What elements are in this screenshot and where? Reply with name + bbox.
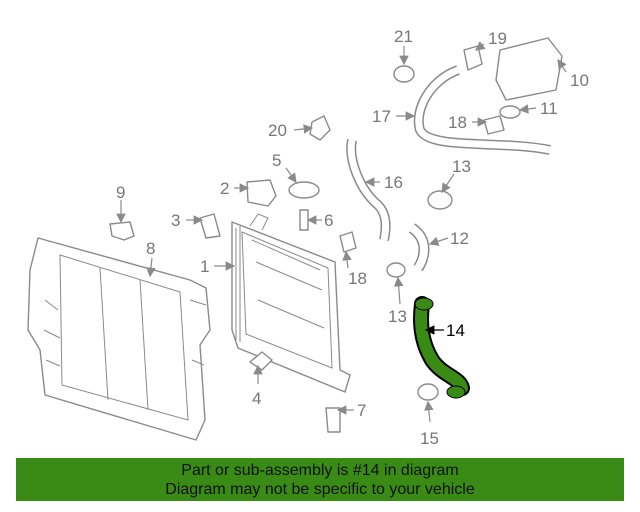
callout-5: 5 [272, 151, 281, 170]
callout-8: 8 [146, 239, 155, 258]
fan-shroud-part [27, 237, 211, 441]
callout-4: 4 [252, 389, 261, 408]
callout-11: 11 [540, 99, 558, 118]
connector-19-part [463, 45, 483, 71]
callout-1: 1 [200, 257, 209, 276]
info-banner: Part or sub-assembly is #14 in diagram D… [16, 458, 624, 501]
drain-plug-part [299, 209, 309, 231]
callout-15: 15 [420, 429, 439, 448]
callout-20: 20 [268, 121, 287, 140]
callout-17: 17 [372, 107, 391, 126]
callout-19: 19 [488, 29, 507, 48]
radiator-mount-part [199, 213, 221, 239]
banner-line-part-number: Part or sub-assembly is #14 in diagram [181, 462, 459, 479]
banner-line-disclaimer: Diagram may not be specific to your vehi… [165, 481, 475, 498]
hose-clamp-20-part [309, 115, 331, 141]
radiator-part [231, 213, 351, 393]
coolant-hose-12-part [409, 224, 428, 271]
tank-cap-part [499, 105, 521, 119]
callout-10: 10 [570, 71, 589, 90]
hose-clip-lower-part [339, 231, 357, 253]
coolant-hose-14-highlighted [413, 296, 470, 399]
callout-12: 12 [450, 229, 469, 248]
callout-3: 3 [171, 211, 180, 230]
callout-21: 21 [394, 27, 413, 46]
callout-14: 14 [446, 321, 465, 340]
hose-clamp-21-part [393, 65, 415, 83]
callout-6: 6 [324, 211, 333, 230]
coolant-hose-17-part [415, 66, 551, 154]
callout-13-upper: 13 [452, 157, 471, 176]
hose-clip-upper-part [483, 115, 505, 135]
coolant-hose-16-part [347, 139, 390, 241]
hose-clamp-13-upper-part [427, 190, 453, 210]
hose-clamp-15-part [417, 383, 439, 401]
callout-2: 2 [220, 179, 229, 198]
callout-16: 16 [384, 173, 403, 192]
shroud-clip-part [109, 221, 135, 241]
radiator-bracket-part [246, 179, 277, 207]
radiator-cap-part [288, 181, 320, 199]
hose-clamp-13-lower-part [386, 262, 406, 278]
callout-13-lower: 13 [388, 307, 407, 326]
callout-7: 7 [357, 401, 366, 420]
callout-9: 9 [116, 183, 125, 202]
expansion-tank-part [495, 37, 563, 101]
callout-18-lower: 18 [348, 269, 367, 288]
exploded-parts-diagram: 1 2 3 4 5 6 7 8 9 10 11 12 13 13 14 15 1… [27, 27, 589, 448]
callout-18-upper: 18 [448, 113, 467, 132]
drain-valve-part [325, 407, 341, 433]
